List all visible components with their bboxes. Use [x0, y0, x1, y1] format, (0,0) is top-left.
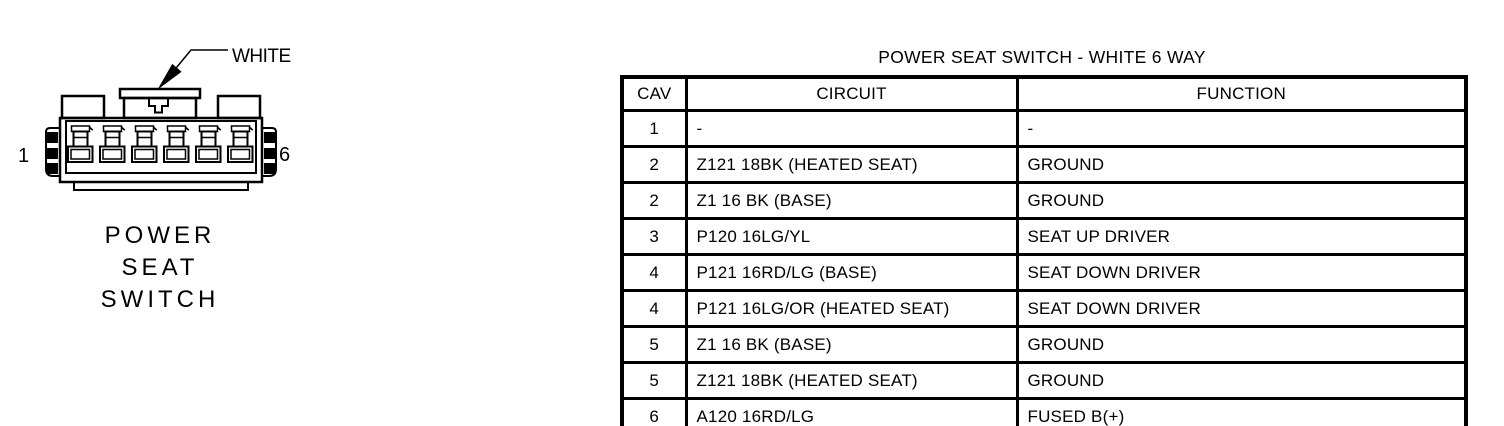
function-cell: SEAT DOWN DRIVER	[1015, 289, 1468, 328]
pin-6-label: 6	[279, 144, 290, 166]
header-row: CAV CIRCUIT FUNCTION	[620, 75, 1468, 112]
table-row: 1 - -	[620, 109, 1468, 148]
table-row: 5 Z1 16 BK (BASE) GROUND	[620, 325, 1468, 364]
function-cell: GROUND	[1015, 325, 1468, 364]
terminal-pin	[195, 125, 222, 163]
caption-line-2: SEAT	[122, 254, 199, 281]
function-cell: -	[1015, 109, 1468, 148]
cav-cell: 3	[620, 217, 688, 256]
terminal-pin	[67, 125, 94, 163]
table-row: 5 Z121 18BK (HEATED SEAT) GROUND	[620, 361, 1468, 400]
pinout-table: CAV CIRCUIT FUNCTION 1 - - 2 Z121 18BK (…	[620, 75, 1468, 426]
white-color-callout-arrow	[158, 49, 228, 89]
circuit-cell: -	[684, 109, 1019, 148]
table-row: 6 A120 16RD/LG FUSED B(+)	[620, 397, 1468, 426]
cav-cell: 4	[620, 289, 688, 328]
cav-cell: 1	[620, 109, 688, 148]
cav-cell: 6	[620, 397, 688, 426]
cav-cell: 2	[620, 181, 688, 220]
terminal-pins	[67, 125, 254, 163]
terminal-pin	[99, 125, 126, 163]
cav-cell: 4	[620, 253, 688, 292]
circuit-cell: P121 16LG/OR (HEATED SEAT)	[684, 289, 1019, 328]
function-cell: FUSED B(+)	[1015, 397, 1468, 426]
connector-body	[45, 87, 277, 191]
col-header-function: FUNCTION	[1015, 75, 1468, 112]
terminal-pin	[163, 125, 190, 163]
table-row: 3 P120 16LG/YL SEAT UP DRIVER	[620, 217, 1468, 256]
connector-color-label: WHITE	[232, 46, 291, 67]
cav-cell: 5	[620, 325, 688, 364]
table-title: POWER SEAT SWITCH - WHITE 6 WAY	[878, 47, 1206, 67]
function-cell: GROUND	[1015, 361, 1468, 400]
circuit-cell: P120 16LG/YL	[684, 217, 1019, 256]
circuit-cell: Z121 18BK (HEATED SEAT)	[684, 145, 1019, 184]
table-row: 2 Z1 16 BK (BASE) GROUND	[620, 181, 1468, 220]
table-row: 4 P121 16LG/OR (HEATED SEAT) SEAT DOWN D…	[620, 289, 1468, 328]
table-row: 2 Z121 18BK (HEATED SEAT) GROUND	[620, 145, 1468, 184]
caption-line-1: POWER	[105, 222, 216, 249]
circuit-cell: Z121 18BK (HEATED SEAT)	[684, 361, 1019, 400]
caption-line-3: SWITCH	[101, 286, 220, 313]
circuit-cell: P121 16RD/LG (BASE)	[684, 253, 1019, 292]
circuit-cell: Z1 16 BK (BASE)	[684, 181, 1019, 220]
terminal-pin	[227, 125, 254, 163]
connector-diagram: WHITE	[18, 46, 291, 313]
function-cell: GROUND	[1015, 145, 1468, 184]
left-rail-notches	[47, 132, 58, 174]
connector-caption: POWER SEAT SWITCH	[101, 222, 220, 313]
right-rail-notches	[264, 132, 275, 174]
cav-cell: 5	[620, 361, 688, 400]
terminal-pin	[131, 125, 158, 163]
circuit-cell: Z1 16 BK (BASE)	[684, 325, 1019, 364]
col-header-cav: CAV	[620, 75, 688, 112]
pin-1-label: 1	[18, 145, 29, 167]
table-row: 4 P121 16RD/LG (BASE) SEAT DOWN DRIVER	[620, 253, 1468, 292]
function-cell: SEAT UP DRIVER	[1015, 217, 1468, 256]
function-cell: SEAT DOWN DRIVER	[1015, 253, 1468, 292]
cav-cell: 2	[620, 145, 688, 184]
col-header-circuit: CIRCUIT	[684, 75, 1019, 112]
circuit-cell: A120 16RD/LG	[684, 397, 1019, 426]
function-cell: GROUND	[1015, 181, 1468, 220]
